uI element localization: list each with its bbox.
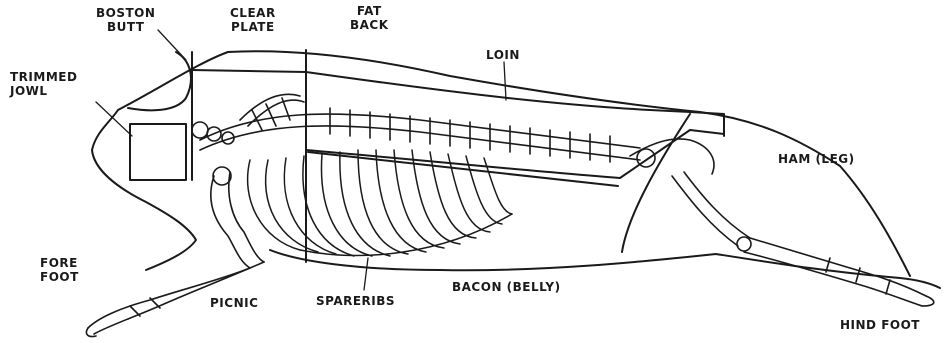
jowl-block	[130, 124, 186, 180]
label-picnic: PICNIC	[210, 296, 258, 310]
label-fat-back-line2: BACK	[350, 18, 389, 32]
label-trimmed-jowl-line2: JOWL	[10, 84, 77, 98]
spine	[200, 108, 640, 162]
label-loin: LOIN	[486, 48, 520, 62]
label-ham-leg: HAM (LEG)	[778, 152, 855, 166]
ham-cut	[622, 114, 690, 252]
label-clear-plate-line1: CLEAR	[230, 6, 276, 20]
loin-upper	[306, 72, 724, 136]
butt-bump	[128, 52, 191, 110]
label-fore-foot-line1: FORE	[40, 256, 79, 270]
loin-bottom	[308, 152, 618, 186]
label-fore-foot: FORE FOOT	[40, 256, 79, 284]
label-trimmed-jowl-line1: TRIMMED	[10, 70, 77, 84]
label-fat-back-line1: FAT	[350, 4, 389, 18]
label-clear-plate-line2: PLATE	[230, 20, 276, 34]
label-boston-butt-line1: BOSTON	[96, 6, 155, 20]
leader-lines	[96, 30, 506, 290]
label-fat-back: FAT BACK	[350, 4, 389, 32]
label-boston-butt: BOSTON BUTT	[96, 6, 155, 34]
loin-lower	[306, 130, 724, 178]
plate-line	[192, 70, 306, 72]
fore-leg-bones	[86, 167, 264, 337]
label-trimmed-jowl: TRIMMED JOWL	[10, 70, 77, 98]
label-bacon-belly: BACON (BELLY)	[452, 280, 561, 294]
label-hind-foot: HIND FOOT	[840, 318, 920, 332]
label-spareribs: SPARERIBS	[316, 294, 395, 308]
label-clear-plate: CLEAR PLATE	[230, 6, 276, 34]
label-fore-foot-line2: FOOT	[40, 270, 79, 284]
label-boston-butt-line2: BUTT	[96, 20, 155, 34]
